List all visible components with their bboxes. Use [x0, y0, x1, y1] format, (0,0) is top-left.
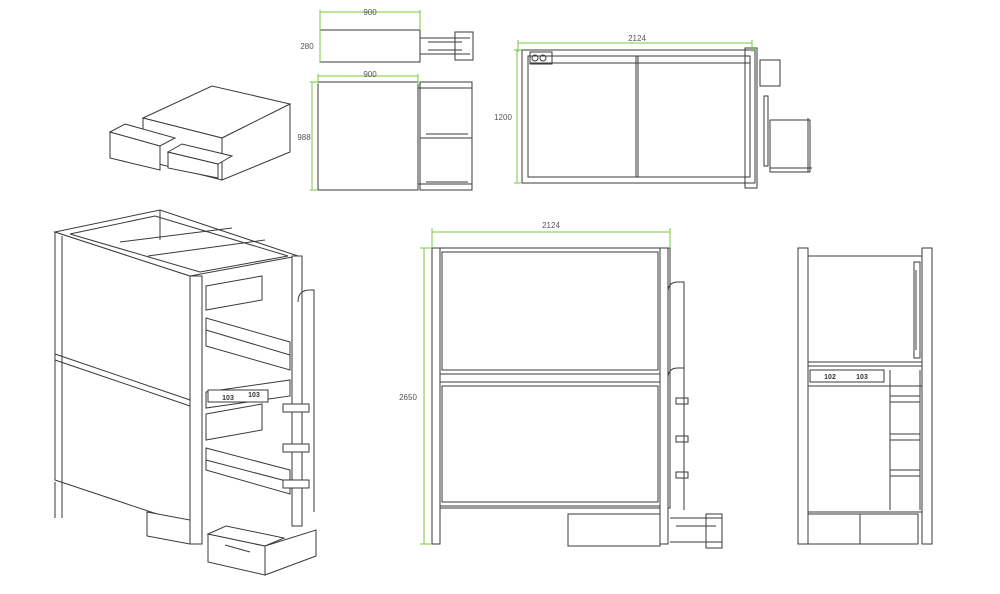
dim-label-top-depth: 1200 — [494, 113, 512, 122]
front-view — [431, 247, 723, 549]
dim-drawer-short-width — [319, 10, 421, 30]
dim-label-drawer-short-width: 900 — [363, 8, 377, 17]
dim-drawer-deep-height — [310, 81, 318, 191]
drawer-deep-view — [317, 81, 473, 191]
bunk-number-lower: 103 — [248, 392, 260, 399]
dim-front-height — [420, 247, 432, 545]
drawer-short-view — [319, 29, 474, 63]
side-number-right: 103 — [856, 374, 868, 381]
bunk-number-upper: 103 — [222, 395, 234, 402]
dim-label-drawer-short-height: 280 — [300, 42, 314, 51]
isometric-drawer-box — [108, 85, 292, 181]
side-number-left: 102 — [824, 374, 836, 381]
dim-label-top-width: 2124 — [628, 34, 646, 43]
dim-top-depth — [514, 49, 522, 184]
side-view — [797, 247, 933, 545]
top-view — [521, 47, 812, 189]
dim-front-width — [431, 228, 671, 248]
isometric-bunk — [53, 209, 317, 576]
dim-label-drawer-deep-height: 988 — [297, 133, 311, 142]
dim-label-front-width: 2124 — [542, 221, 560, 230]
dim-label-front-height: 2650 — [399, 393, 417, 402]
dim-label-drawer-deep-width: 900 — [363, 70, 377, 79]
